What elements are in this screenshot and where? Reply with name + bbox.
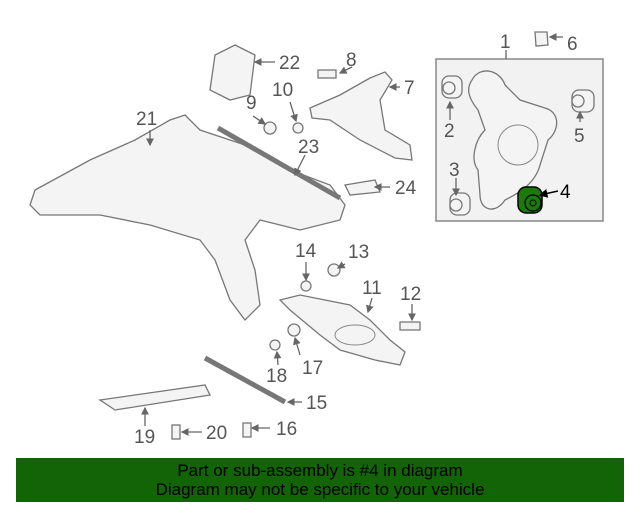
callout-15: 15 — [306, 393, 327, 414]
callout-9: 9 — [246, 93, 257, 114]
bushing-3 — [449, 192, 471, 216]
callout-11: 11 — [362, 278, 382, 299]
callout-1: 1 — [500, 32, 511, 53]
callout-7: 7 — [404, 78, 415, 99]
bushing-6 — [534, 31, 549, 47]
diagram-notice-banner: Part or sub-assembly is #4 in diagram Di… — [16, 458, 624, 502]
callout-4[interactable]: 4 — [560, 182, 571, 203]
callout-6: 6 — [567, 34, 578, 55]
callout-8: 8 — [346, 50, 357, 71]
callout-20: 20 — [206, 423, 227, 444]
callout-19: 19 — [134, 427, 155, 448]
bushing-5 — [571, 89, 595, 113]
lower-arm-11 — [278, 294, 406, 366]
callout-21: 21 — [136, 109, 157, 130]
bushing-4-highlighted[interactable] — [517, 186, 543, 214]
callout-5: 5 — [574, 126, 585, 147]
callout-17: 17 — [302, 358, 323, 379]
callout-2: 2 — [444, 121, 455, 142]
callout-23: 23 — [298, 137, 319, 158]
callout-18: 18 — [266, 366, 287, 387]
callout-13: 13 — [348, 242, 369, 263]
crossmember-21 — [29, 114, 346, 321]
callout-22: 22 — [279, 53, 300, 74]
callout-12: 12 — [400, 284, 421, 305]
upper-arm-7 — [309, 71, 413, 161]
leader-lines — [141, 33, 584, 436]
bracket-22 — [209, 44, 256, 101]
knuckle-part — [468, 70, 558, 210]
banner-line-2: Diagram may not be specific to your vehi… — [155, 480, 485, 499]
bushing-2 — [441, 75, 463, 99]
callout-24: 24 — [395, 178, 417, 199]
callout-10: 10 — [272, 80, 293, 101]
banner-line-1: Part or sub-assembly is #4 in diagram — [177, 461, 463, 480]
callout-3: 3 — [449, 160, 460, 181]
callout-16: 16 — [276, 419, 297, 440]
callout-14: 14 — [295, 241, 317, 262]
link-19 — [98, 384, 211, 411]
